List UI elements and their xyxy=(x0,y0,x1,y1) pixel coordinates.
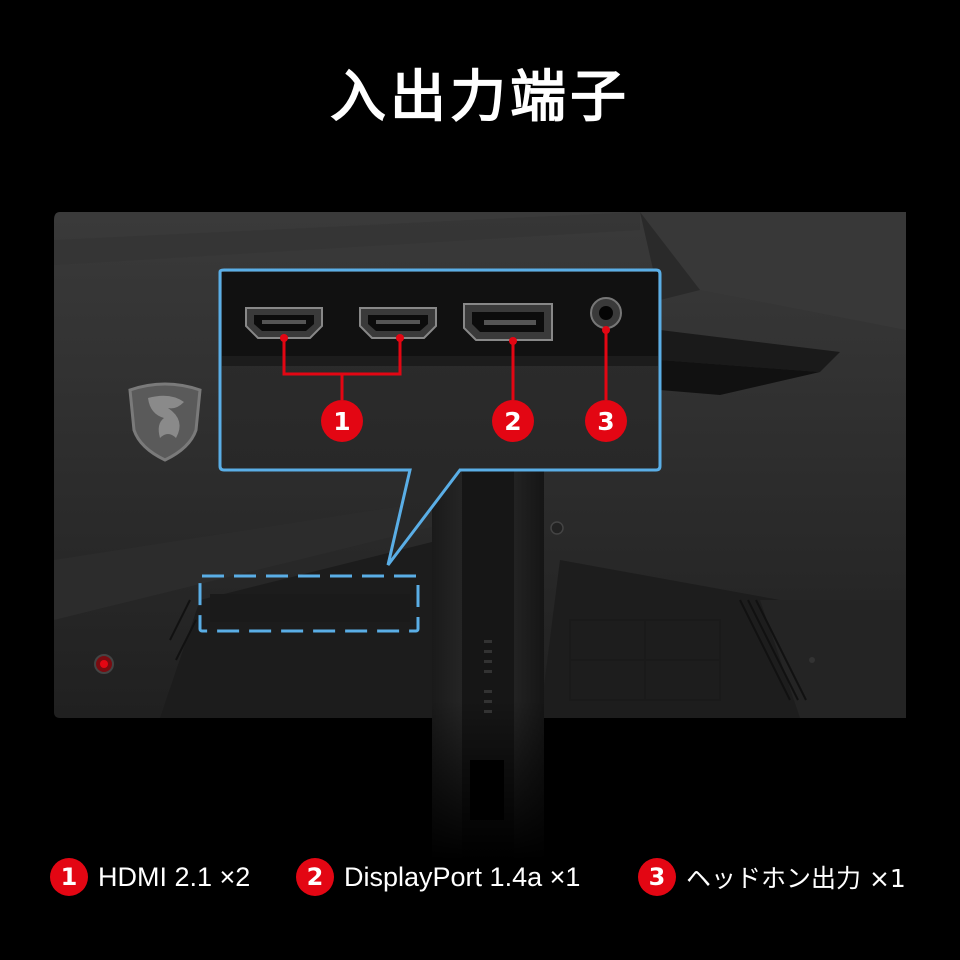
page-title: 入出力端子 xyxy=(330,65,630,130)
legend-item-hdmi: 1 HDMI 2.1 ×2 xyxy=(50,852,250,902)
legend-label-headphone: ヘッドホン出力 ×1 xyxy=(686,864,906,893)
hdmi-port-icon xyxy=(359,307,437,339)
callout-badge-2: 2 xyxy=(492,400,534,442)
displayport-icon xyxy=(463,303,553,341)
legend-item-displayport: 2 DisplayPort 1.4a ×1 xyxy=(296,852,580,902)
port-legend: 1 HDMI 2.1 ×2 2 DisplayPort 1.4a ×1 3 ヘッ… xyxy=(0,852,960,902)
callout-badge-3: 3 xyxy=(585,400,627,442)
svg-text:3: 3 xyxy=(597,407,614,436)
callout-badge-1: 1 xyxy=(321,400,363,442)
svg-text:2: 2 xyxy=(504,407,521,436)
svg-text:1: 1 xyxy=(333,407,350,436)
callout-connector-lines xyxy=(280,326,610,400)
legend-label-displayport: DisplayPort 1.4a ×1 xyxy=(344,861,581,892)
msi-dragon-shield-icon xyxy=(128,382,202,462)
legend-badge-2: 2 xyxy=(296,858,334,896)
legend-label-hdmi: HDMI 2.1 ×2 xyxy=(98,861,251,892)
hdmi-port-icon xyxy=(245,307,323,339)
headphone-jack-icon xyxy=(590,297,622,329)
legend-badge-1: 1 xyxy=(50,858,88,896)
port-area-highlight xyxy=(198,574,420,633)
monitor-stand xyxy=(432,460,544,860)
legend-item-headphone: 3 ヘッドホン出力 ×1 xyxy=(638,852,906,902)
power-button-icon[interactable] xyxy=(94,654,114,674)
legend-badge-3: 3 xyxy=(638,858,676,896)
